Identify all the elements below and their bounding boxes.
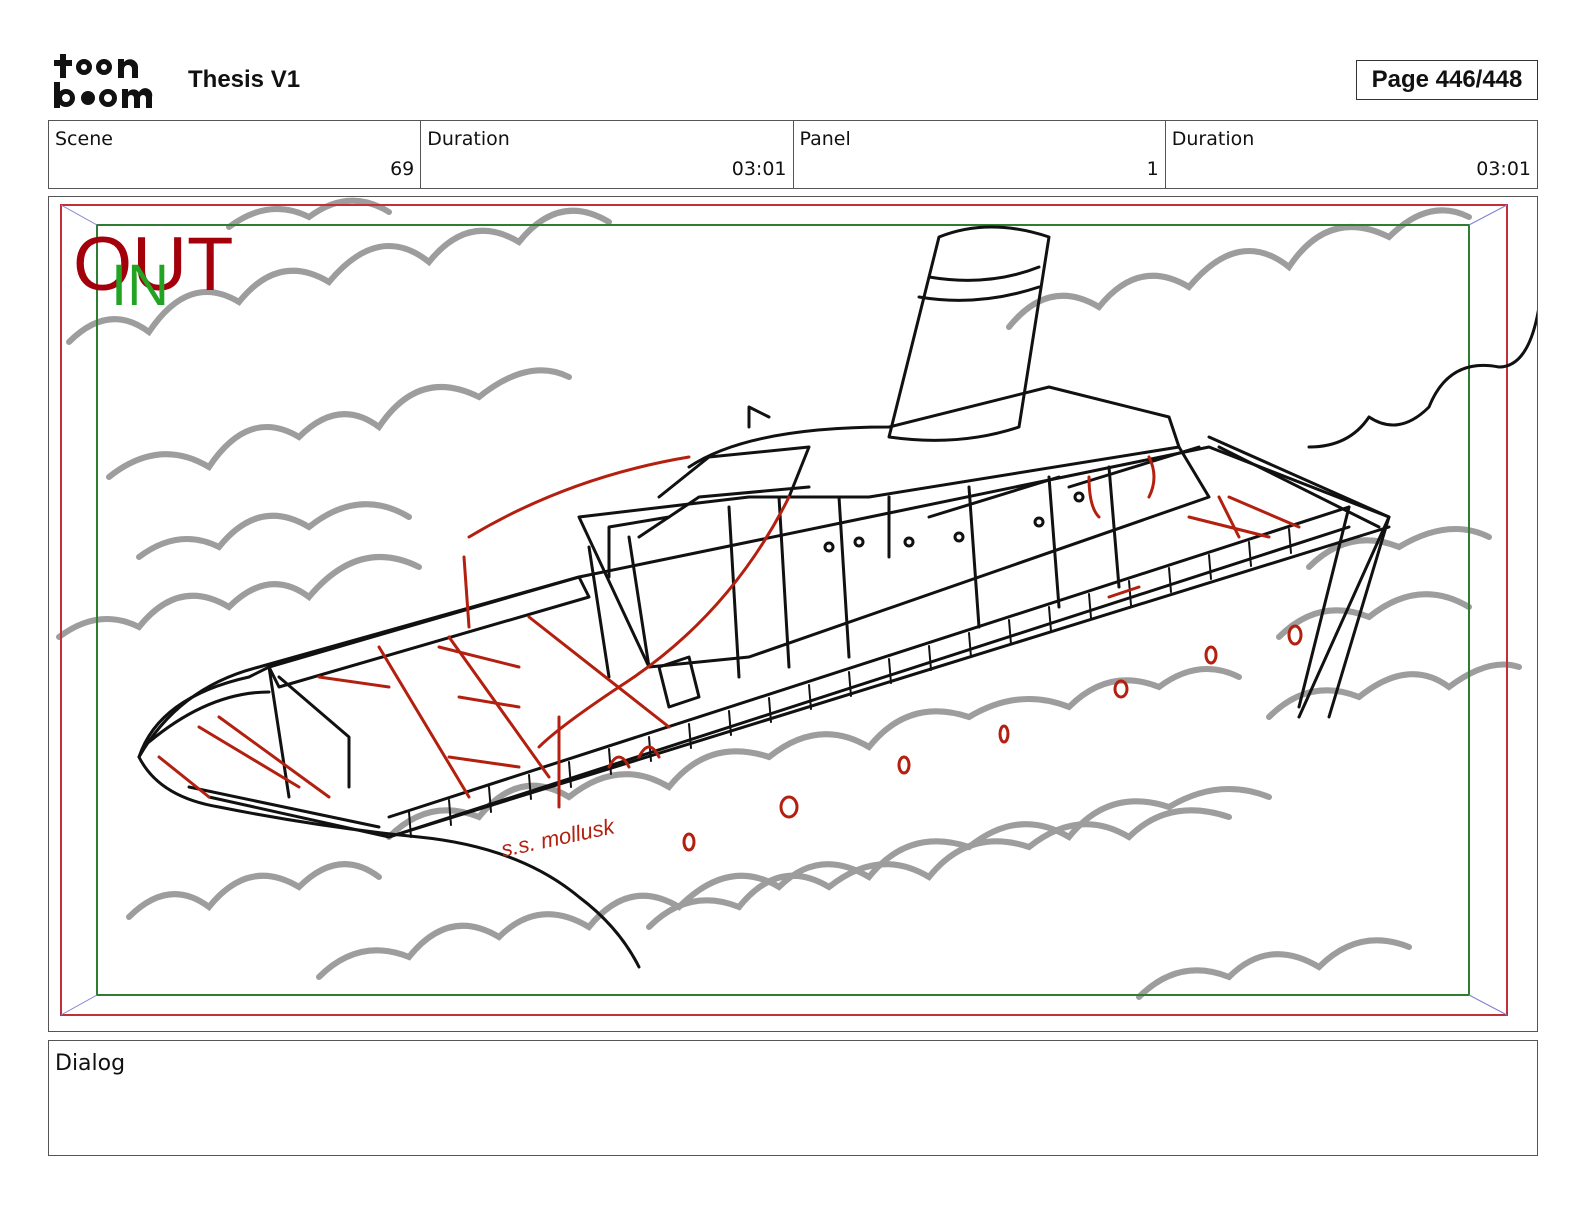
document-title: Thesis V1 (188, 66, 301, 93)
ship-name-label: s.s. mollusk (499, 813, 618, 862)
storyboard-panel: s.s. mollusk OUT IN (48, 196, 1538, 1032)
scene-value: 69 (390, 158, 415, 180)
frame-corner-lines (60, 204, 1508, 1016)
outer-safe-frame (60, 204, 1508, 1016)
red-portholes (682, 624, 1303, 852)
red-sketch-marks (157, 455, 1301, 809)
panel-cell: Panel 1 (794, 121, 1166, 188)
dialog-label: Dialog (55, 1051, 126, 1076)
inner-safe-frame (96, 224, 1470, 996)
page-indicator: Page 446/448 (1356, 60, 1538, 100)
scene-duration-cell: Duration 03:01 (421, 121, 794, 188)
scene-duration-label: Duration (427, 128, 510, 150)
panel-duration-value: 03:01 (1476, 158, 1531, 180)
info-bar: Scene 69 Duration 03:01 Panel 1 Duration… (48, 120, 1538, 189)
scene-cell: Scene 69 (49, 121, 422, 188)
panel-duration-label: Duration (1171, 128, 1255, 150)
safe-area-out-label: OUT (73, 222, 234, 307)
scene-duration-value: 03:01 (731, 158, 787, 180)
panel-sketch: s.s. mollusk (56, 197, 1537, 1016)
panel-label: Panel (799, 128, 851, 150)
scene-label: Scene (55, 128, 113, 150)
dialog-box: Dialog (48, 1040, 1538, 1156)
ocean-waves (56, 197, 1522, 1000)
ship-sketch (137, 225, 1537, 969)
toon-boom-logo (54, 54, 153, 108)
panel-value: 1 (1146, 158, 1159, 180)
safe-area-in-label: IN (111, 253, 169, 318)
panel-duration-cell: Duration 03:01 (1166, 121, 1537, 188)
